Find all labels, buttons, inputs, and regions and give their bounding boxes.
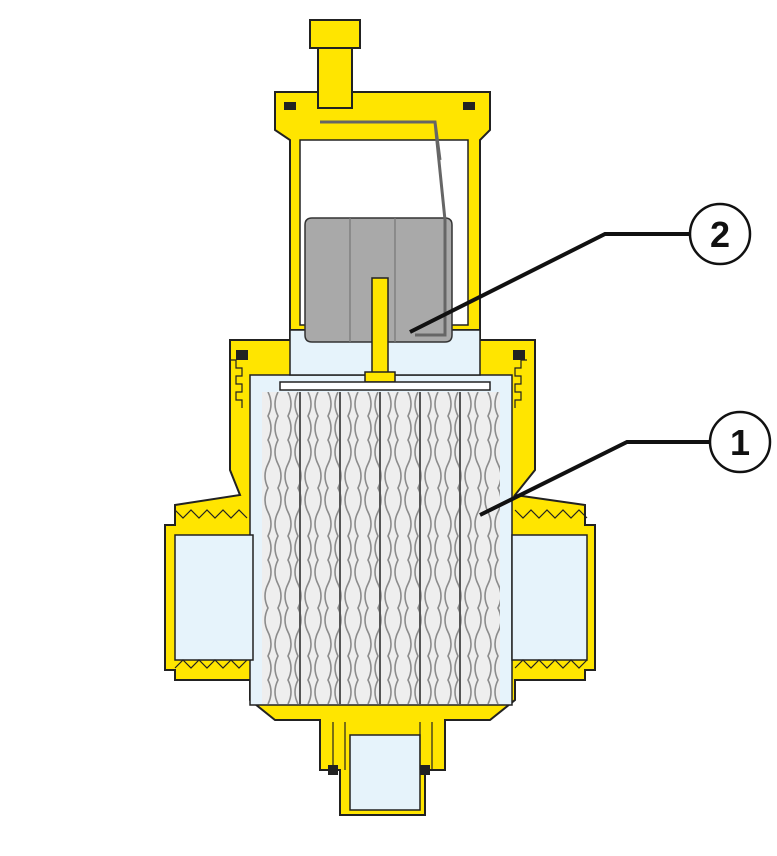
- callout-label-1: 1: [730, 422, 750, 463]
- mesh-wire: [464, 392, 472, 704]
- mesh-wire: [384, 392, 392, 704]
- mesh-wire: [394, 392, 402, 704]
- mesh-wire: [414, 392, 422, 704]
- port-threads: [174, 359, 588, 770]
- mesh-wire: [404, 392, 412, 704]
- mesh-wire: [354, 392, 362, 704]
- mesh-wire: [494, 392, 500, 704]
- support-plate: [279, 381, 491, 391]
- mesh-wire: [334, 392, 342, 704]
- mesh-wire: [444, 392, 452, 704]
- callout-label-2: 2: [710, 214, 730, 255]
- mesh-wire: [344, 392, 352, 704]
- mesh-wire: [294, 392, 302, 704]
- mesh-wire: [304, 392, 312, 704]
- mesh-wire: [274, 392, 282, 704]
- callout-1: 1: [479, 410, 772, 517]
- wire-mesh-element: [262, 392, 500, 704]
- mesh-wire: [474, 392, 482, 704]
- mesh-wire: [314, 392, 322, 704]
- mesh-wire: [264, 392, 272, 704]
- mesh-wire: [454, 392, 462, 704]
- mesh-wire: [284, 392, 292, 704]
- mesh-wire: [484, 392, 492, 704]
- mesh-wire: [424, 392, 432, 704]
- mesh-wire: [324, 392, 332, 704]
- gaskets: [236, 102, 525, 775]
- mesh-wire: [364, 392, 372, 704]
- mesh-wire: [374, 392, 382, 704]
- mesh-wire: [434, 392, 442, 704]
- callout-2: 2: [409, 202, 752, 334]
